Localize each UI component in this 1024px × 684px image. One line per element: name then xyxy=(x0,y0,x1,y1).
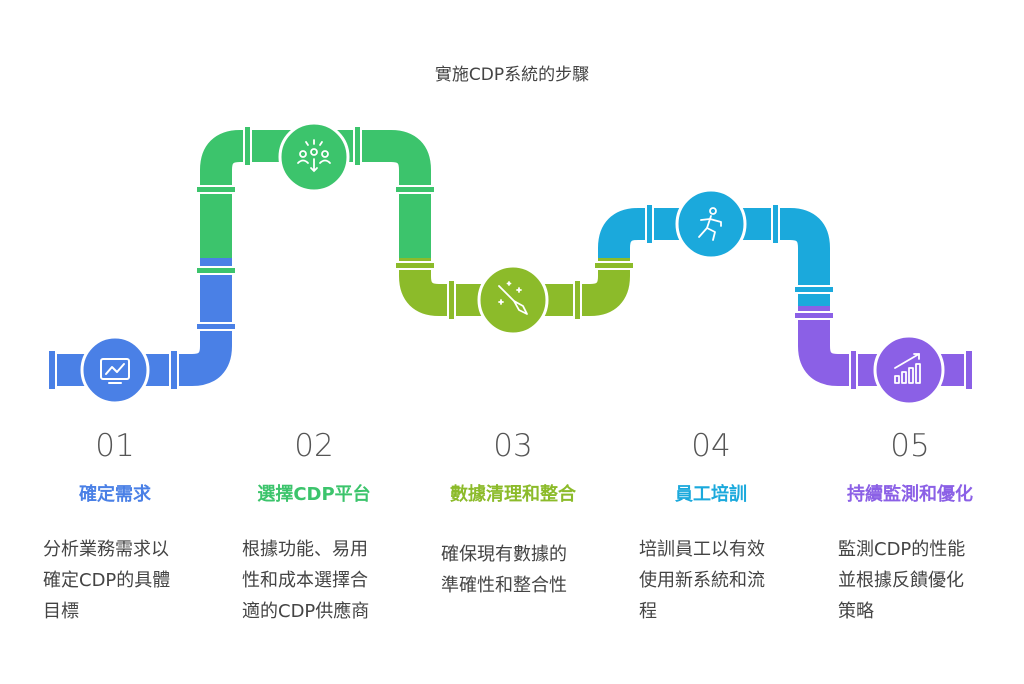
step-number: 02 xyxy=(294,428,334,464)
desc-line: 監測CDP的性能 xyxy=(838,539,966,560)
step-heading: 持續監測和優化 xyxy=(847,484,973,505)
desc-line: 分析業務需求以 xyxy=(43,539,169,560)
broom-icon xyxy=(498,281,528,315)
growth-chart-icon xyxy=(894,353,921,384)
desc-line: 確保現有數據的 xyxy=(441,544,567,565)
person-exercise-icon xyxy=(698,207,722,241)
pipe-segment-5 xyxy=(793,306,974,391)
desc-line: 使用新系統和流 xyxy=(639,570,765,591)
desc-line: 策略 xyxy=(838,601,874,622)
node-2 xyxy=(278,121,350,193)
step-heading: 確定需求 xyxy=(79,484,151,505)
node-3 xyxy=(477,264,549,336)
desc-line: 並根據反饋優化 xyxy=(838,570,964,591)
node-1 xyxy=(80,335,150,405)
people-selection-icon xyxy=(297,139,331,173)
chart-monitor-icon xyxy=(100,358,130,384)
pipe-segment-1 xyxy=(47,258,237,391)
step-number: 05 xyxy=(890,428,930,464)
step-2: 02 選擇CDP平台 根據功能、易用 性和成本選擇合 適的CDP供應商 xyxy=(214,428,414,627)
step-number: 03 xyxy=(493,428,533,464)
step-heading: 選擇CDP平台 xyxy=(257,484,371,505)
node-5 xyxy=(873,334,945,406)
step-heading: 員工培訓 xyxy=(675,484,747,505)
step-description: 確保現有數據的 準確性和整合性 xyxy=(413,534,613,601)
step-3: 03 數據清理和整合 確保現有數據的 準確性和整合性 xyxy=(413,428,613,601)
step-number: 04 xyxy=(691,428,731,464)
desc-line: 目標 xyxy=(43,601,79,622)
step-number: 01 xyxy=(95,428,135,464)
step-description: 分析業務需求以 確定CDP的具體 目標 xyxy=(15,534,215,627)
desc-line: 性和成本選擇合 xyxy=(242,570,368,591)
desc-line: 根據功能、易用 xyxy=(242,539,368,560)
step-description: 根據功能、易用 性和成本選擇合 適的CDP供應商 xyxy=(214,534,414,627)
step-description: 培訓員工以有效 使用新系統和流 程 xyxy=(611,534,811,627)
step-1: 01 確定需求 分析業務需求以 確定CDP的具體 目標 xyxy=(15,428,215,627)
step-5: 05 持續監測和優化 監測CDP的性能 並根據反饋優化 策略 xyxy=(810,428,1010,627)
desc-line: 程 xyxy=(639,601,657,622)
node-4 xyxy=(675,188,747,260)
step-4: 04 員工培訓 培訓員工以有效 使用新系統和流 程 xyxy=(611,428,811,627)
desc-line: 準確性和整合性 xyxy=(441,575,567,596)
diagram-title: 實施CDP系統的步驟 xyxy=(434,65,590,85)
desc-line: 確定CDP的具體 xyxy=(43,570,171,591)
desc-line: 適的CDP供應商 xyxy=(242,601,370,622)
desc-line: 培訓員工以有效 xyxy=(639,539,765,560)
step-heading: 數據清理和整合 xyxy=(450,484,576,505)
step-description: 監測CDP的性能 並根據反饋優化 策略 xyxy=(810,534,1010,627)
